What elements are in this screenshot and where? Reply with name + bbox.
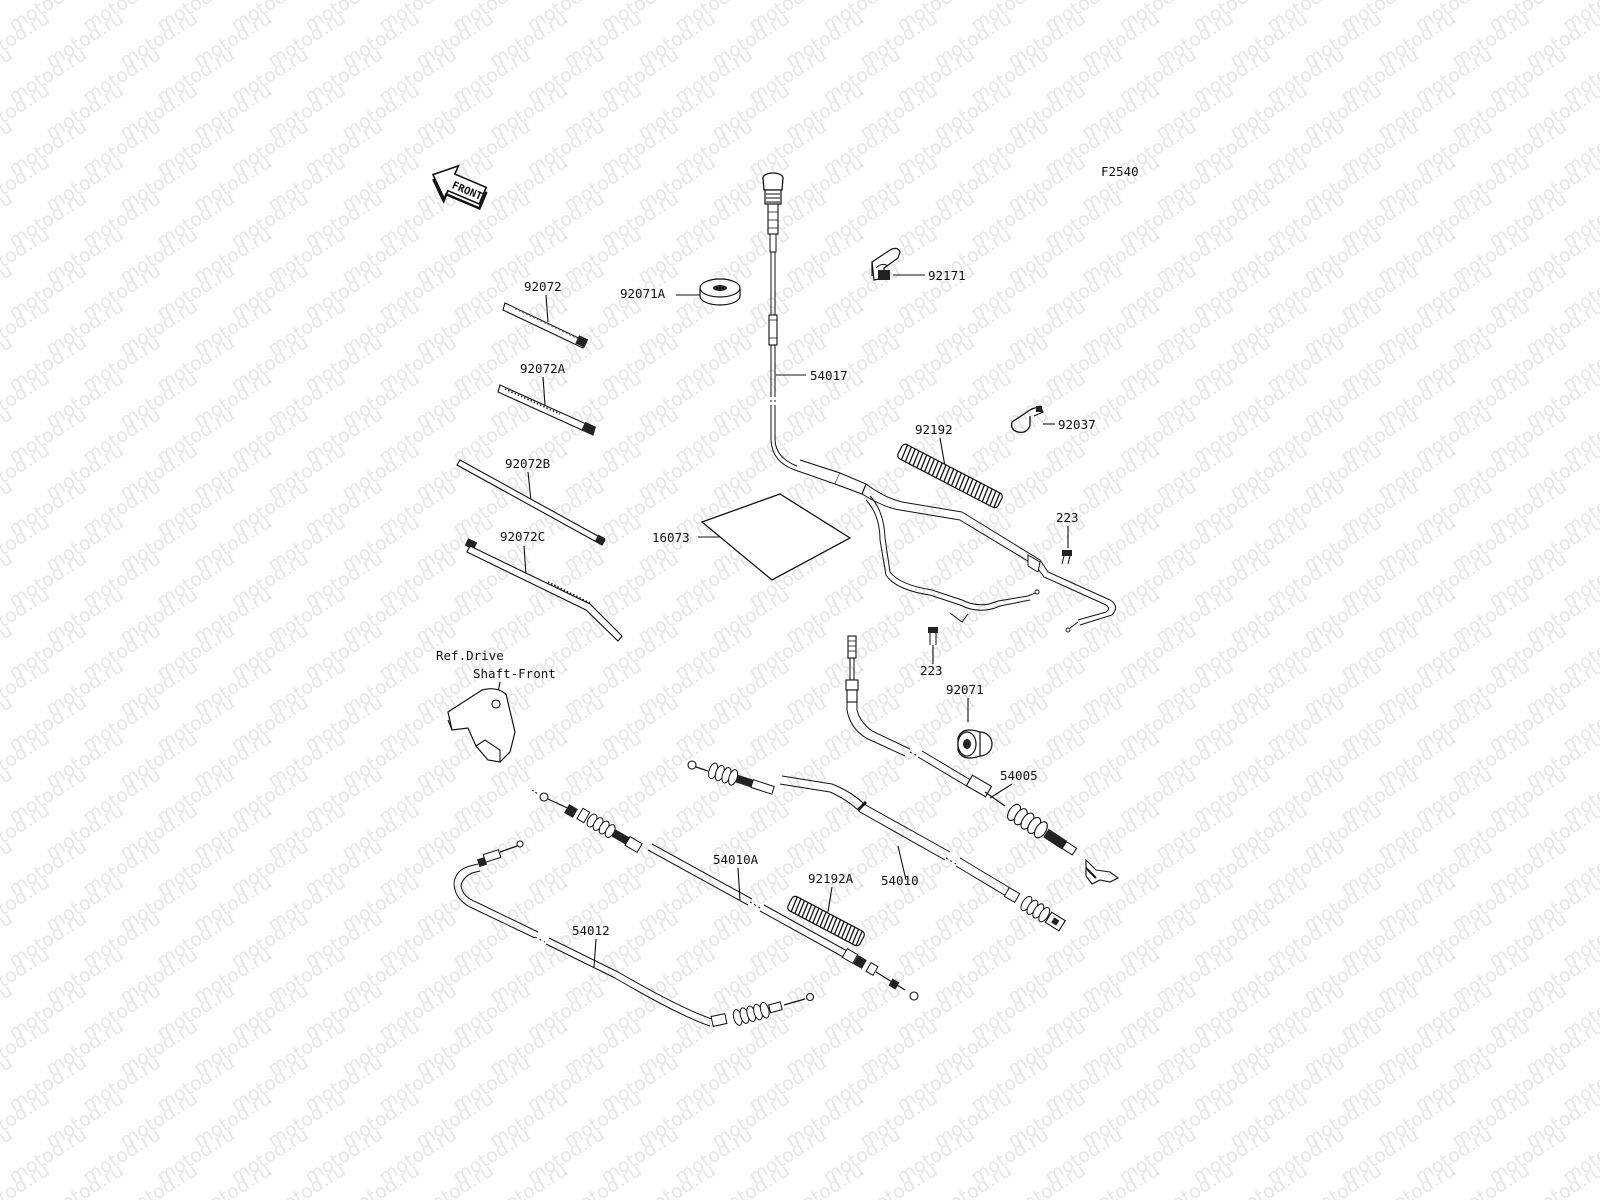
part-label-92192A: 92192A bbox=[808, 871, 854, 886]
part-label-92071: 92071 bbox=[946, 682, 984, 697]
part-92072A: 92072A bbox=[497, 361, 597, 436]
part-label-54010: 54010 bbox=[881, 873, 919, 888]
front-arrow-icon: FRONT bbox=[431, 164, 488, 211]
part-label-92072B: 92072B bbox=[505, 456, 550, 471]
part-label-16073: 16073 bbox=[652, 530, 690, 545]
reference-line-1: Ref.Drive bbox=[436, 648, 504, 663]
part-label-92192: 92192 bbox=[915, 422, 953, 437]
part-92072C: 92072C bbox=[464, 529, 623, 642]
throttle-cable-icon bbox=[845, 635, 1120, 885]
part-223-upper: 223 bbox=[1056, 510, 1079, 565]
part-54010A: 54010A bbox=[531, 789, 919, 1001]
grommet-icon bbox=[699, 278, 741, 306]
cable-tie-icon bbox=[497, 384, 597, 436]
part-label-92072A: 92072A bbox=[520, 361, 566, 376]
diagram-code: F2540 bbox=[1101, 164, 1139, 179]
reference-note: Ref.Drive Shaft-Front bbox=[436, 648, 556, 763]
cable-tie-icon bbox=[464, 538, 623, 642]
part-54005: 54005 bbox=[845, 635, 1120, 885]
screw-icon bbox=[1061, 550, 1072, 565]
part-label-54017: 54017 bbox=[810, 368, 848, 383]
cable-tie-icon bbox=[502, 302, 589, 349]
screw-icon bbox=[928, 627, 938, 645]
part-54010: 54010 bbox=[687, 760, 1066, 932]
brake-cable-icon bbox=[531, 789, 919, 1001]
part-92037: 92037 bbox=[1010, 405, 1096, 434]
part-label-223-upper: 223 bbox=[1056, 510, 1079, 525]
part-label-92072: 92072 bbox=[524, 279, 562, 294]
reference-line-2: Shaft-Front bbox=[473, 666, 556, 681]
part-label-223-lower: 223 bbox=[920, 663, 943, 678]
part-92192: 92192 bbox=[897, 422, 1003, 509]
part-label-92072C: 92072C bbox=[500, 529, 545, 544]
clamp-icon bbox=[1010, 405, 1044, 434]
part-92071: 92071 bbox=[946, 682, 993, 759]
part-label-92037: 92037 bbox=[1058, 417, 1096, 432]
grommet-icon bbox=[957, 729, 993, 759]
part-label-54012: 54012 bbox=[572, 923, 610, 938]
part-92171: 92171 bbox=[871, 247, 966, 283]
part-16073: 16073 bbox=[652, 493, 852, 581]
part-92072: 92072 bbox=[502, 279, 589, 349]
brake-cable-icon bbox=[453, 840, 815, 1027]
part-label-54010A: 54010A bbox=[713, 852, 759, 867]
part-92192A: 92192A bbox=[787, 871, 865, 947]
part-label-92071A: 92071A bbox=[620, 286, 666, 301]
bracket-icon bbox=[447, 688, 516, 763]
part-54012: 54012 bbox=[453, 840, 815, 1027]
part-label-54005: 54005 bbox=[1000, 768, 1038, 783]
brake-cable-icon bbox=[687, 760, 1066, 932]
part-label-92171: 92171 bbox=[928, 268, 966, 283]
protector-tube-icon bbox=[897, 443, 1003, 509]
part-223-lower: 223 bbox=[920, 627, 943, 678]
part-92071A: 92071A bbox=[620, 278, 741, 306]
sheet-icon bbox=[700, 493, 852, 581]
